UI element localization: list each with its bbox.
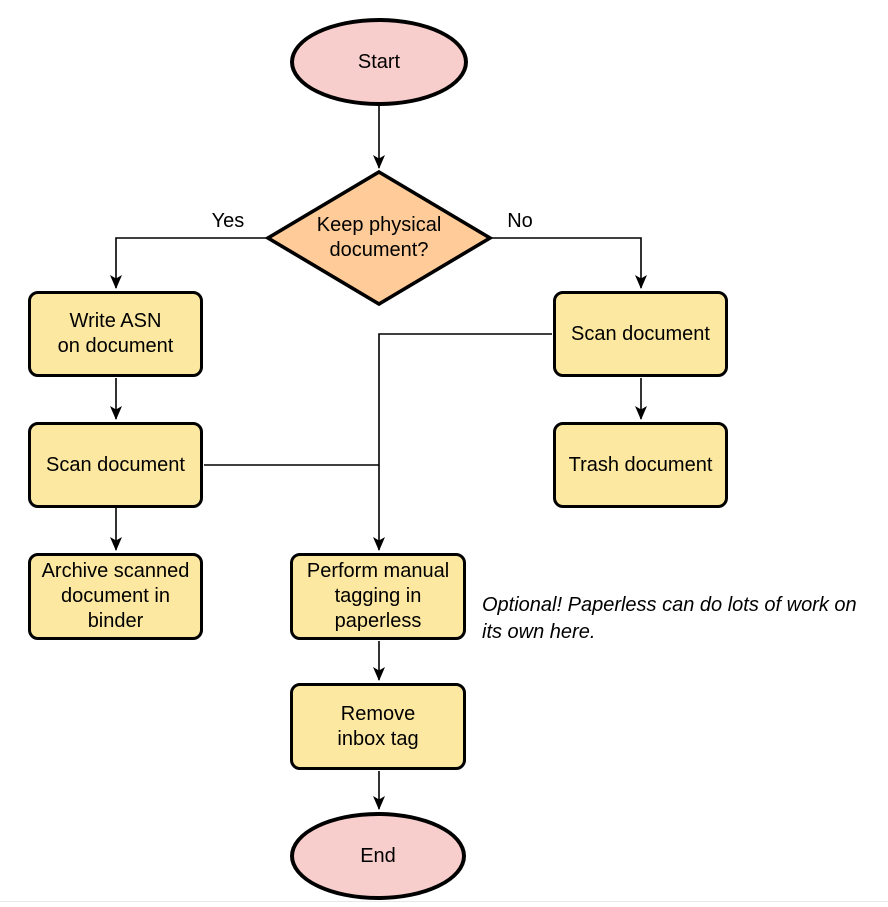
annotation-optional-note: Optional! Paperless can do lots of work … [482,594,857,643]
node-manual-tagging-label: Perform manual tagging in paperless [306,560,450,632]
node-decision-label: Keep physical document? [316,214,442,261]
node-remove-inbox-tag: Remove inbox tag [290,683,466,770]
node-trash-document: Trash document [553,422,728,508]
edge-decision-no-to-scan-right [492,237,647,289]
node-start: Start [290,18,468,106]
node-end: End [290,812,466,900]
node-decision: Keep physical document? [267,171,491,305]
edge-label-no: No [507,210,533,232]
node-manual-tagging: Perform manual tagging in paperless [290,553,466,640]
node-remove-inbox-tag-label: Remove inbox tag [337,702,419,750]
node-trash-document-label: Trash document [568,453,713,476]
node-archive-in-binder-label: Archive scanned document in binder [41,560,190,632]
node-archive-in-binder: Archive scanned document in binder [28,553,203,640]
edge-label-yes: Yes [211,210,245,232]
edge-decision-yes-to-write-asn [110,237,266,289]
node-end-label: End [360,844,396,867]
node-scan-document-left: Scan document [28,422,203,508]
node-start-label: Start [357,50,401,73]
edge-scan-right-to-tagging [373,333,552,551]
node-scan-document-left-label: Scan document [46,453,185,476]
node-write-asn: Write ASN on document [28,291,203,377]
decision-diamond-shape [264,169,494,307]
node-scan-document-right-label: Scan document [571,322,710,345]
bottom-divider [0,901,888,902]
node-scan-document-right: Scan document [553,291,728,377]
node-write-asn-label: Write ASN on document [57,310,174,357]
